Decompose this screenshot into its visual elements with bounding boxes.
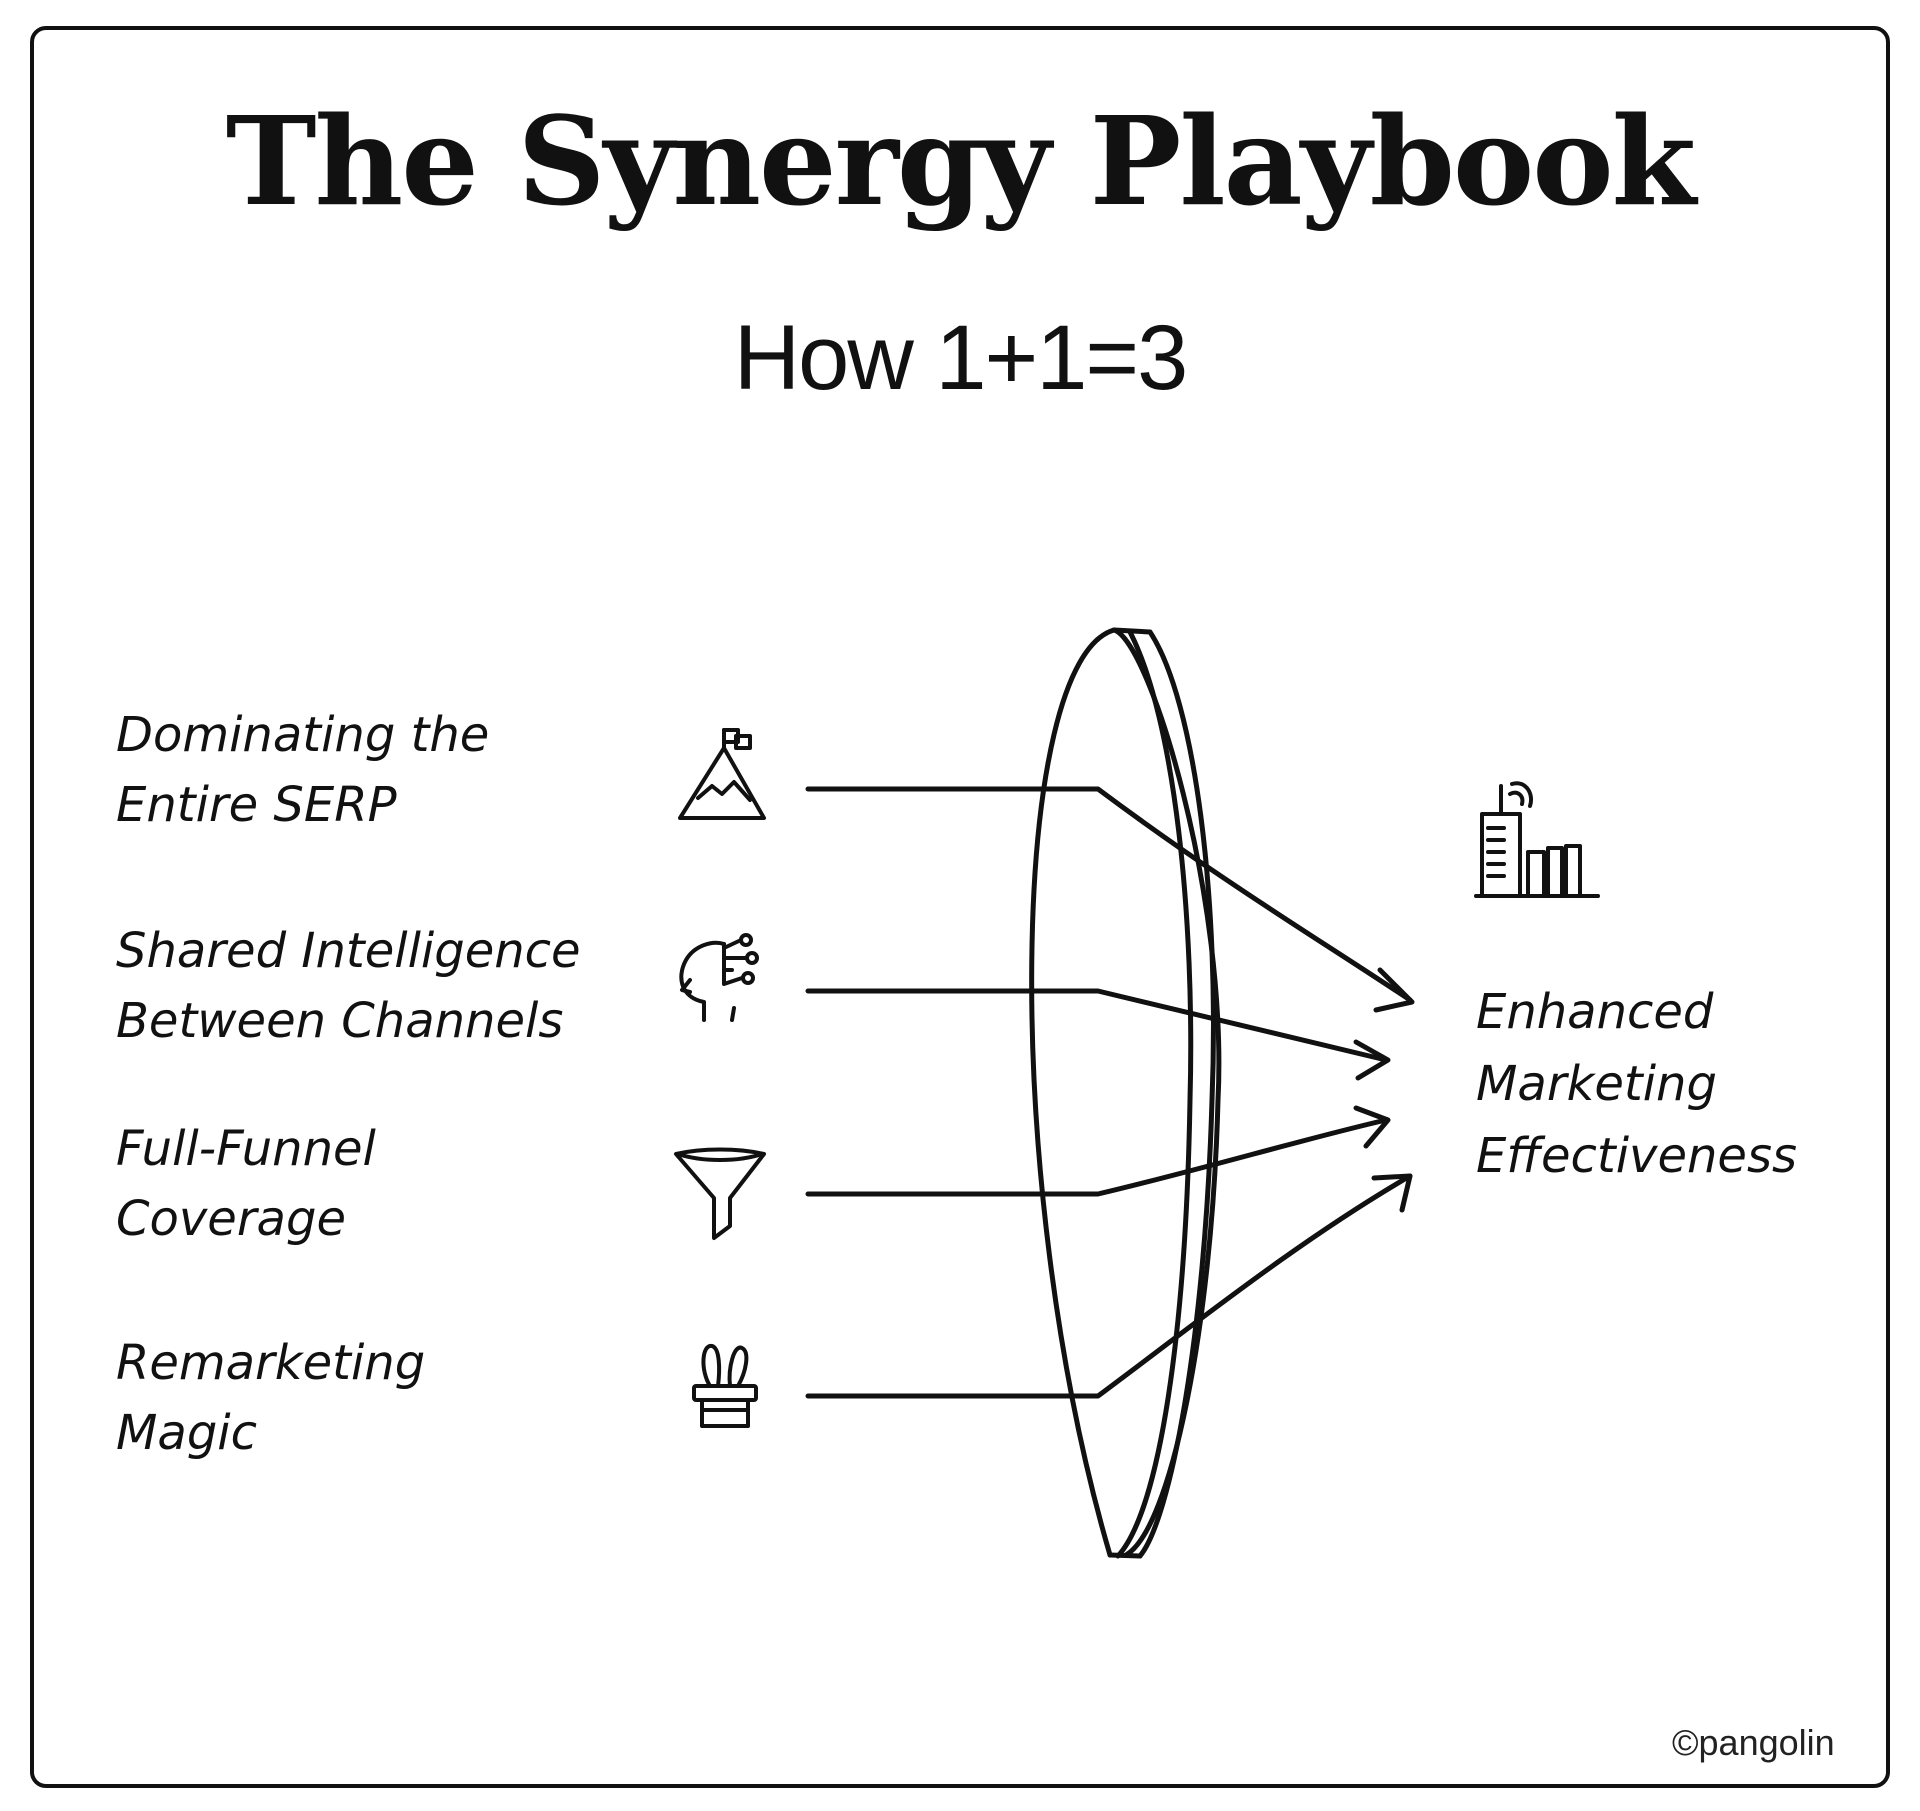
lens-front-edge [1029, 627, 1117, 1558]
funnel-icon [674, 1147, 766, 1240]
arrow-full-funnel [805, 1105, 1391, 1197]
mountain-flag-icon [678, 728, 766, 820]
lens-rim-inner [1115, 629, 1194, 1559]
city-buildings-icon [1474, 781, 1600, 898]
arrow-shared-intelligence [805, 988, 1391, 1081]
arrow-serp [805, 786, 1415, 1013]
lens-rim-outer [1137, 629, 1216, 1559]
page-subtitle: How 1+1=3 [733, 307, 1189, 409]
arrow-remarketing [805, 1173, 1413, 1399]
rabbit-hat-icon [692, 1344, 758, 1428]
page-title: The Synergy Playbook [225, 89, 1696, 233]
diagram-frame [30, 26, 1890, 1788]
head-network-icon [679, 933, 759, 1022]
credit-text: ©pangolin [1672, 1722, 1835, 1763]
lens [1029, 627, 1222, 1559]
